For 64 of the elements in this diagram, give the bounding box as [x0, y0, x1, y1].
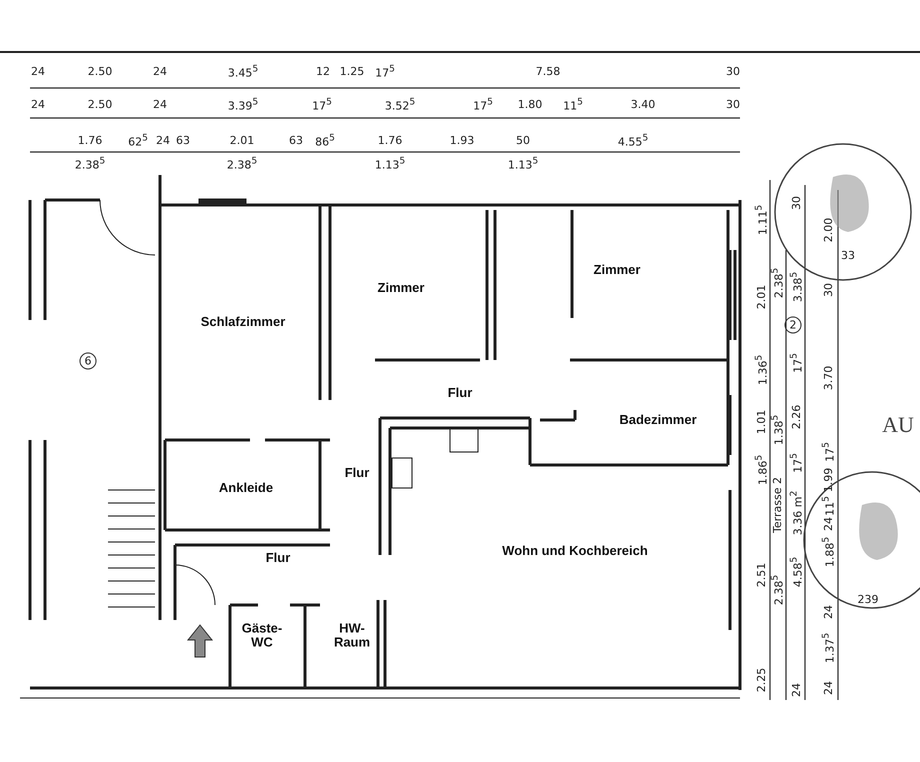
dimension-text: 7.58	[536, 66, 560, 78]
dimension-text: 86$^{5}$	[315, 134, 335, 148]
dimension-text: 30	[822, 283, 836, 297]
dimension-text: 24	[153, 66, 167, 78]
circled-number: 2	[784, 316, 802, 334]
dimension-text: 3.45$^{5}$	[228, 64, 258, 80]
dimension-text: 63	[176, 134, 190, 148]
dimension-text: 1.25	[340, 66, 364, 78]
room-label: Flur	[342, 466, 372, 480]
dimension-text: 2.50	[88, 66, 112, 78]
dimension-text: 3.70	[822, 366, 836, 390]
dimension-text: 30	[726, 66, 740, 78]
dimension-text: 3.39$^{5}$	[228, 98, 258, 112]
room-label: Flur	[264, 550, 292, 566]
dimension-text: 2.01	[756, 284, 768, 310]
room-label: Zimmer	[592, 262, 642, 278]
dimension-text: 17$^{5}$	[375, 64, 395, 80]
room-label: Wohn und Kochbereich	[500, 544, 650, 558]
dimension-text: 17$^{5}$	[312, 98, 332, 112]
dimension-text: 24	[156, 134, 170, 148]
dimension-text: 24	[822, 681, 836, 695]
dimension-text: 24	[153, 98, 167, 112]
dimension-text: 2.38$^{5}$	[226, 156, 258, 172]
room-label: Schlafzimmer	[198, 314, 288, 330]
dimension-text: 1.13$^{5}$	[508, 156, 538, 172]
dimension-text: 11$^{5}$	[563, 98, 583, 112]
partial-text: AU	[882, 412, 914, 438]
dimension-text: 4.55$^{5}$	[618, 134, 648, 148]
dimension-text: 3.40	[630, 98, 656, 112]
dimension-text: 62$^{5}$	[128, 134, 148, 148]
room-label: Ankleide	[216, 480, 276, 496]
dimension-text: 2.01	[230, 134, 254, 148]
dimension-text: 30	[726, 98, 740, 112]
dimension-text: Terrasse 2	[772, 477, 784, 533]
dimension-text: 1.80	[518, 98, 542, 112]
dimension-text: 24	[822, 517, 836, 531]
room-label: Badezimmer	[617, 412, 699, 428]
dimension-text: 12	[316, 66, 330, 78]
dimension-text: 1.99	[822, 468, 836, 492]
dimension-text: 2.25	[756, 668, 768, 692]
dimension-text: 2.38$^{5}$	[74, 156, 106, 172]
stamp-number: 239	[858, 594, 878, 606]
dimension-text: 1.93	[450, 134, 474, 148]
dimension-text: 24	[31, 98, 45, 112]
dimension-text: 63	[289, 134, 303, 148]
dimension-text: 1.76	[378, 134, 402, 148]
dimension-text: 1.13$^{5}$	[374, 156, 406, 172]
dimension-text: 50	[516, 134, 530, 148]
dimension-text: 24	[790, 683, 804, 697]
dimension-text: 24	[31, 66, 45, 78]
room-label: Flur	[446, 386, 474, 400]
dimension-text: 1.01	[756, 410, 768, 434]
dimension-text: 3.52$^{5}$	[384, 98, 416, 112]
room-label: Zimmer	[376, 280, 426, 296]
dimension-text: 1.76	[78, 134, 102, 148]
circled-number: 6	[80, 352, 96, 370]
dimension-text: 2.51	[756, 562, 768, 588]
stamp-number: 33	[841, 250, 855, 262]
dimension-text: 2.50	[88, 98, 112, 112]
dimension-text: 17$^{5}$	[473, 98, 493, 112]
dimension-text: 24	[822, 605, 836, 619]
dimension-text: 2.26	[790, 404, 804, 430]
dimension-text: 30	[790, 196, 804, 210]
dimension-text: 2.00	[822, 218, 836, 242]
